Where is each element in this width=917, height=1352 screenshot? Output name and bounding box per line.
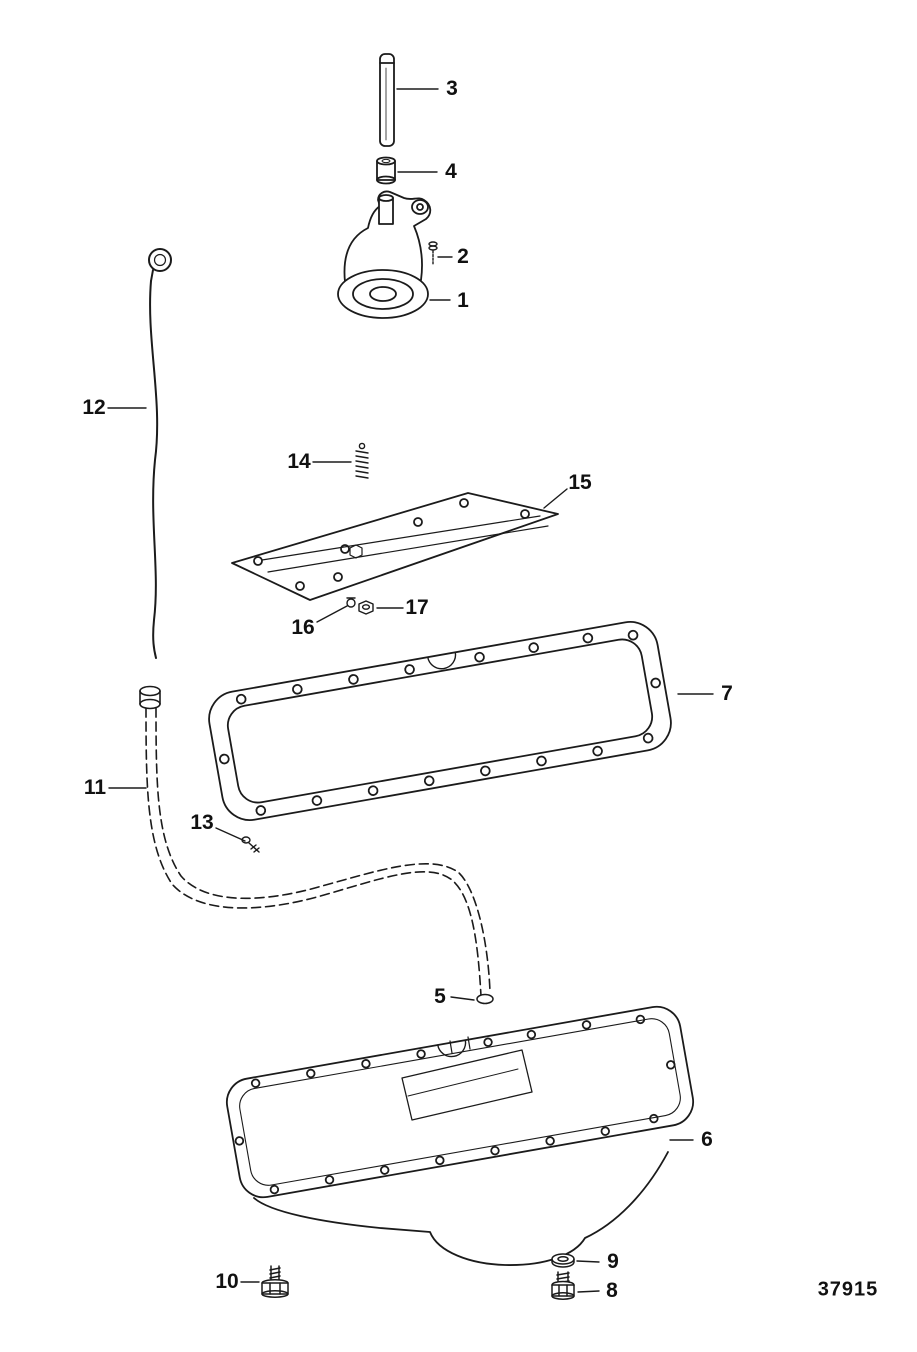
leader-16: [316, 605, 348, 623]
figure-number: 37915: [817, 1278, 879, 1301]
callout-11: 11: [83, 776, 107, 799]
callout-8: 8: [606, 1279, 618, 1302]
pump-screw-drawing: [428, 241, 438, 266]
spacer-drawing: [376, 156, 396, 185]
leader-lines: [107, 88, 714, 1293]
dipstick-tube-drawing: [139, 685, 491, 997]
leader-9: [576, 1260, 600, 1263]
windage-tray-drawing: [231, 492, 559, 601]
callout-13: 13: [190, 811, 214, 834]
callout-14: 14: [287, 450, 311, 473]
dipstick-drawing: [148, 248, 172, 659]
callout-5: 5: [434, 985, 446, 1008]
callout-2: 2: [457, 245, 469, 268]
tray-nut-drawing: [358, 600, 374, 615]
leader-8: [577, 1290, 600, 1293]
oil-pan-gasket-drawing: [208, 621, 672, 821]
leader-5: [450, 996, 475, 1001]
leader-13: [215, 827, 246, 842]
callout-7: 7: [721, 682, 733, 705]
callout-16: 16: [291, 616, 315, 639]
leader-15: [543, 488, 568, 509]
drain-washer-drawing: [551, 1253, 575, 1268]
oil-pan-drawing: [225, 1005, 695, 1266]
drain-plug-drawing: [551, 1271, 575, 1300]
callout-15: 15: [568, 471, 592, 494]
callout-12: 12: [82, 396, 106, 419]
spring-stud-drawing: [355, 442, 369, 479]
callout-6: 6: [701, 1128, 713, 1151]
callout-17: 17: [405, 596, 429, 619]
callout-10: 10: [215, 1270, 239, 1293]
tube-seal-drawing: [476, 993, 494, 1005]
pan-bolt-drawing: [261, 1265, 289, 1298]
pickup-tube-drawing: [379, 53, 395, 147]
callout-1: 1: [457, 289, 469, 312]
callout-4: 4: [445, 160, 457, 183]
tube-clip-drawing: [241, 836, 260, 853]
callout-9: 9: [607, 1250, 619, 1273]
oil-pump-drawing: [337, 190, 432, 319]
callout-3: 3: [446, 77, 458, 100]
tray-stud-drawing: [346, 597, 356, 608]
